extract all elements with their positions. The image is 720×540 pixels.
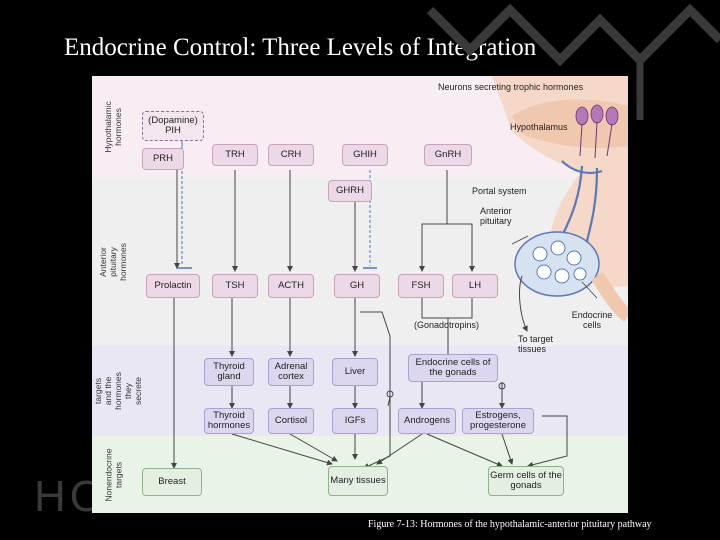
dopamine-pih-box: (Dopamine) PIH [142,111,204,141]
thyroid-hormones-box: Thyroid hormones [204,408,254,434]
gonads-endocrine-box: Endocrine cells of the gonads [408,354,498,382]
pathway-figure: Hypothalamic hormones Anterior pituitary… [92,76,628,513]
endocrine-cells-label: Endocrine cells [571,310,613,330]
gonadotropins-label: (Gonadotropins) [414,320,480,330]
prolactin-box: Prolactin [146,274,200,298]
hypothalamus-label: Hypothalamus [510,122,568,132]
androgens-box: Androgens [398,408,456,434]
acth-box: ACTH [268,274,314,298]
gnrh-box: GnRH [424,144,472,166]
lh-box: LH [452,274,498,298]
anterior-pituitary-label: Anterior pituitary [480,206,512,226]
breast-box: Breast [142,468,202,496]
figure-caption: Figure 7-13: Hormones of the hypothalami… [368,519,652,530]
trh-box: TRH [212,144,258,166]
many-tissues-box: Many tissues [328,466,388,496]
cortisol-box: Cortisol [268,408,314,434]
fsh-box: FSH [398,274,444,298]
estrogens-progesterone-box: Estrogens, progesterone [462,408,534,434]
crh-box: CRH [268,144,314,166]
connector-lines [171,76,628,469]
portal-system-label: Portal system [472,186,527,196]
tsh-box: TSH [212,274,258,298]
to-target-tissues-label: To target tissues [518,334,554,354]
ghrh-box: GHRH [328,180,372,202]
neurons-label: Neurons secreting trophic hormones [438,82,584,92]
prh-box: PRH [142,148,184,170]
thyroid-gland-box: Thyroid gland [204,358,254,386]
igfs-box: IGFs [332,408,378,434]
liver-box: Liver [332,358,378,386]
ghih-box: GHIH [342,144,388,166]
germ-cells-box: Germ cells of the gonads [488,466,564,496]
gh-box: GH [334,274,380,298]
adrenal-cortex-box: Adrenal cortex [268,358,314,386]
